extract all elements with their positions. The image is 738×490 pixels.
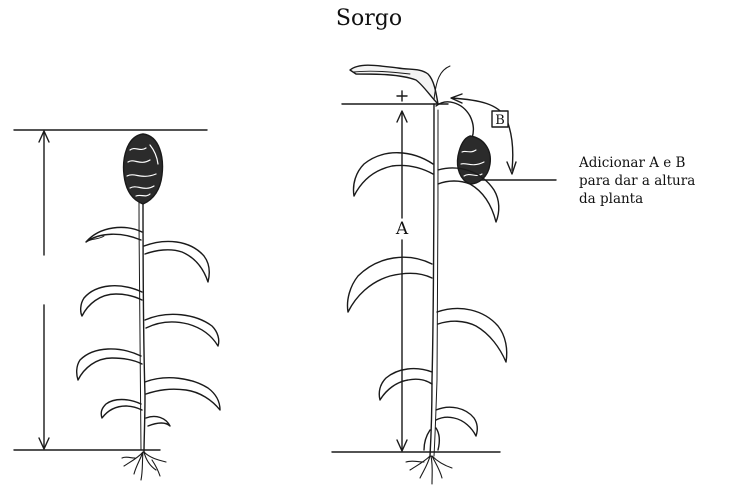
- left-plant: [14, 130, 220, 480]
- left-height-arrow: [39, 131, 49, 449]
- label-b: B: [495, 113, 505, 128]
- right-leaves: [347, 153, 506, 450]
- a-height-arrow: [397, 91, 407, 451]
- right-stem: [430, 104, 434, 456]
- left-leaves: [77, 227, 220, 426]
- note-line: para dar a altura: [579, 172, 695, 190]
- left-roots: [122, 452, 166, 480]
- label-a: A: [395, 219, 409, 239]
- right-panicle: [458, 136, 491, 184]
- right-plant: [332, 65, 556, 484]
- left-stem: [143, 195, 145, 452]
- right-roots: [406, 456, 452, 484]
- left-panicle: [124, 134, 163, 204]
- note-line: Adicionar A e B: [579, 154, 695, 172]
- note-line: da planta: [579, 190, 695, 208]
- right-peduncle: [436, 102, 473, 138]
- instruction-note: Adicionar A e B para dar a altura da pla…: [579, 154, 695, 208]
